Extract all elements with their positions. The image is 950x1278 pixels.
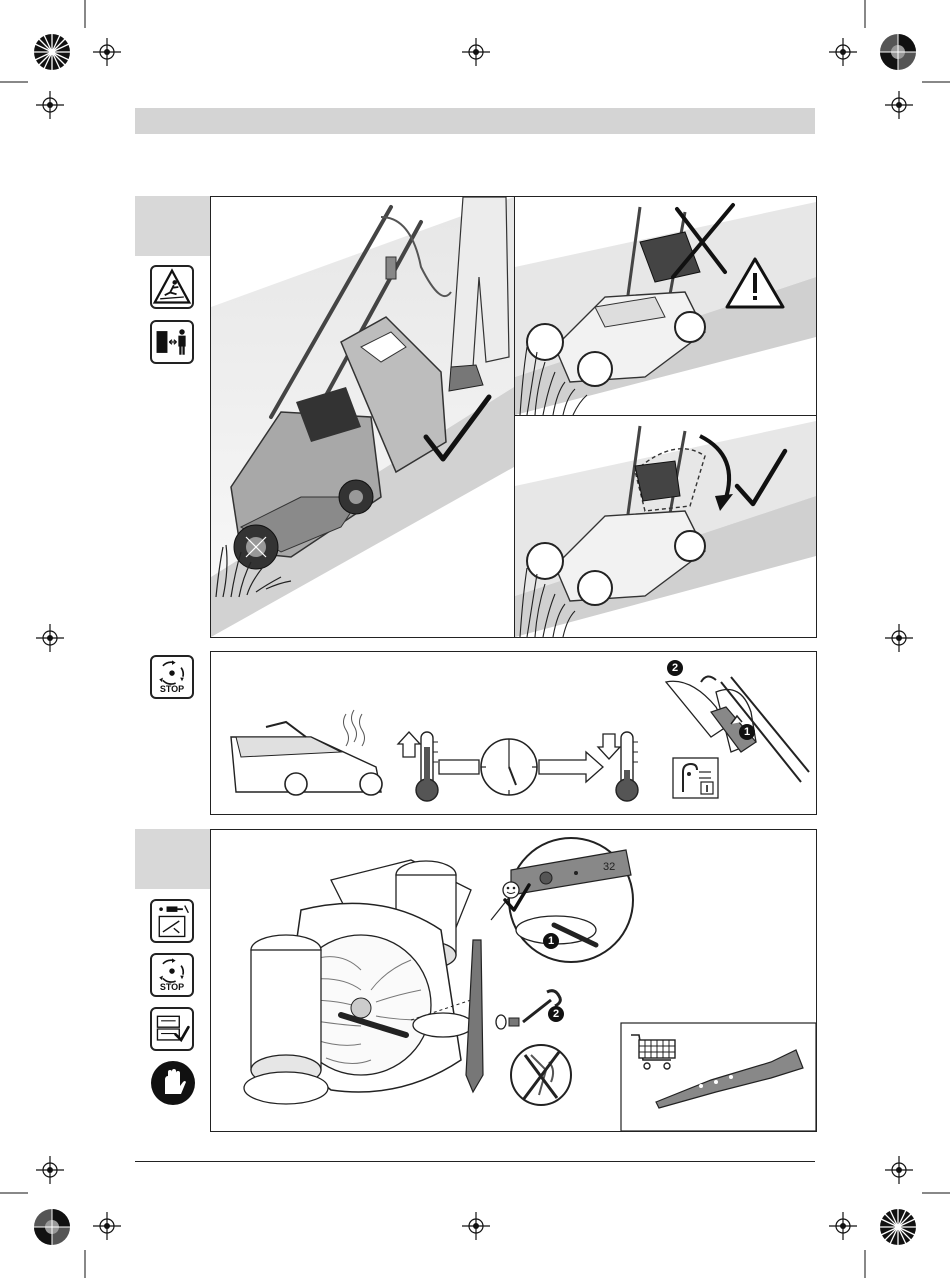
unplug-before-maintenance-icon — [150, 899, 194, 943]
thermometer-cold-icon — [598, 732, 638, 801]
clock-icon — [481, 739, 537, 795]
step-tab-3 — [135, 829, 210, 889]
footer-rule — [135, 1161, 815, 1162]
slip-hazard-warning-icon — [150, 265, 194, 309]
mower-slope-wrong-illustration — [515, 197, 816, 415]
step-number-2: 2 — [667, 660, 683, 676]
cool-down-sequence-illustration: I — [211, 652, 816, 814]
figure-mowing-slope — [210, 196, 817, 638]
blade-stop-icon: STOP — [150, 953, 194, 997]
lever-label: I — [706, 784, 709, 795]
step-number-1: 1 — [739, 724, 755, 740]
loose-blade-drawing — [466, 940, 483, 1092]
keep-bystanders-away-icon — [150, 320, 194, 364]
lever-release-icon: I — [673, 758, 718, 798]
thermometer-hot-icon — [398, 732, 438, 801]
wear-gloves-icon — [150, 1060, 196, 1106]
step-number-2: 2 — [548, 1006, 564, 1022]
step-number-1: 1 — [543, 933, 559, 949]
header-bar — [135, 108, 815, 134]
stop-label: STOP — [152, 684, 192, 694]
figure-blade-replacement: 32 1 2 — [210, 829, 817, 1132]
mower-underside-drawing — [244, 860, 473, 1104]
step-tab-1 — [135, 196, 210, 256]
replacement-blade-shop-box — [621, 1023, 816, 1131]
no-tool-icon — [511, 1045, 571, 1105]
read-instructions-icon — [150, 1007, 194, 1051]
blade-stop-icon: STOP — [150, 655, 194, 699]
stop-label: STOP — [152, 982, 192, 992]
blade-replacement-illustration: 32 — [211, 830, 816, 1131]
blade-number: 32 — [603, 861, 615, 873]
blade-detail-magnifier: 32 — [491, 838, 633, 962]
figure-cool-down: I 2 1 — [210, 651, 817, 815]
mower-slope-correct-illustration — [515, 416, 816, 637]
mower-on-slope-illustration — [211, 197, 514, 637]
